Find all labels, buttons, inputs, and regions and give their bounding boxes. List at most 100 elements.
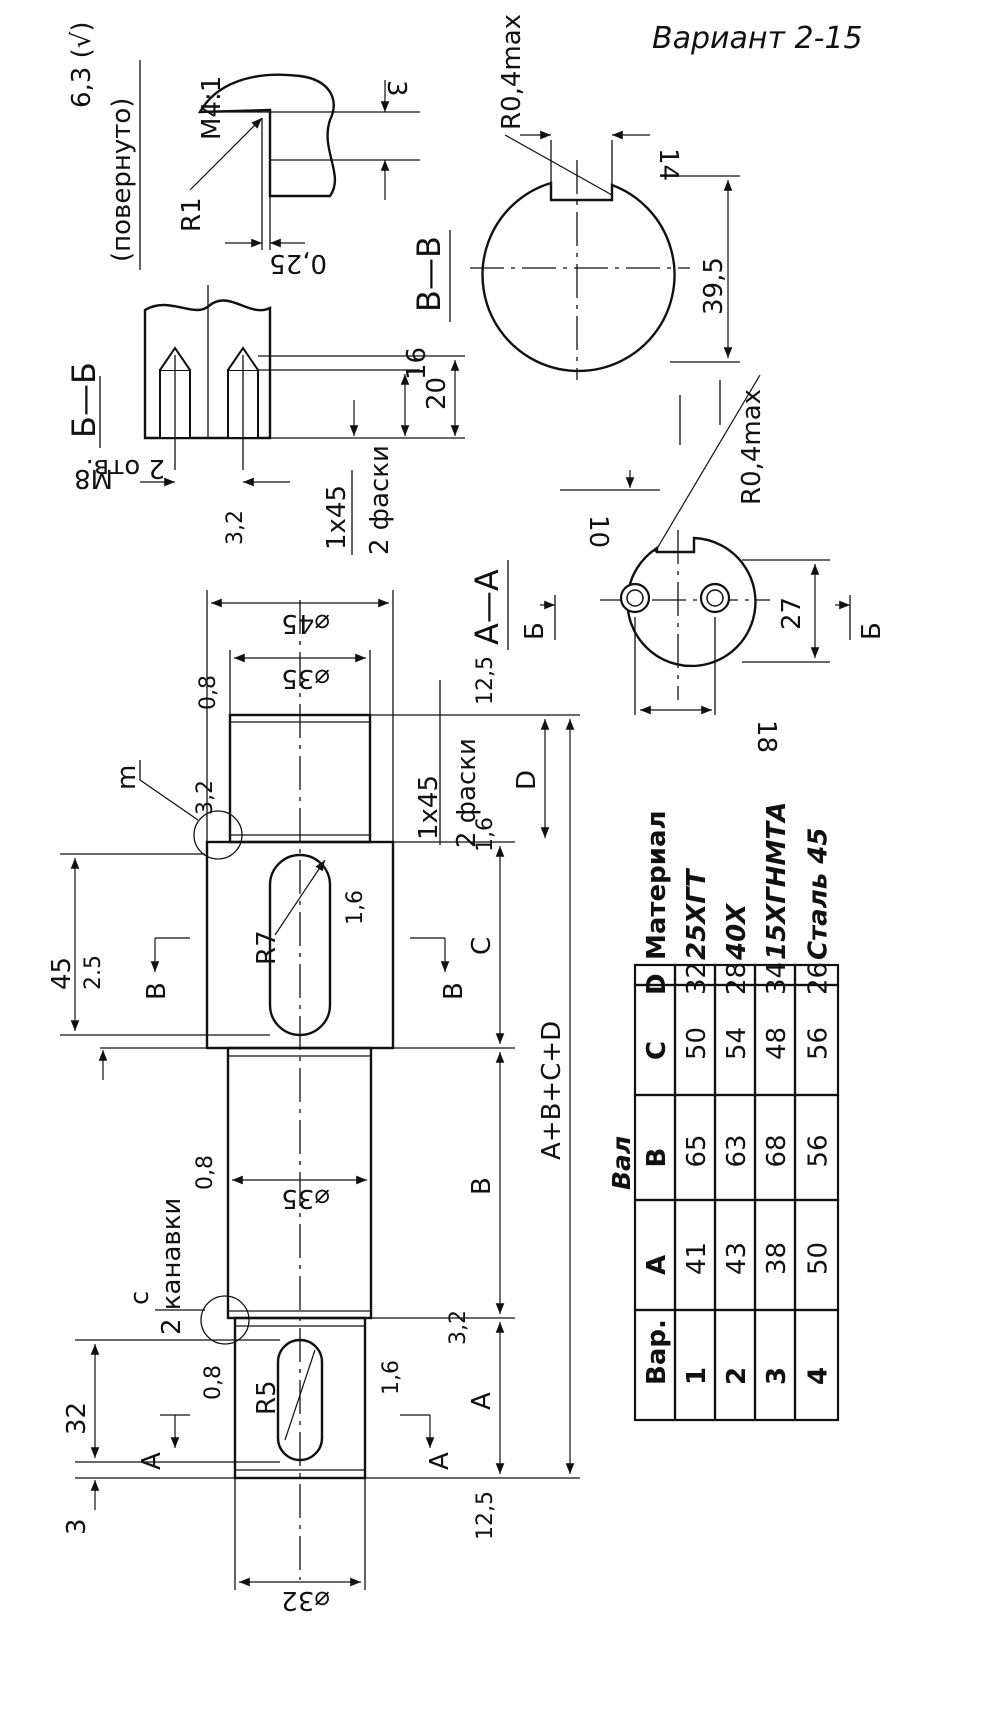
roughness-16-d: 1,6 — [473, 817, 498, 852]
table-value-cell: 56 — [804, 1134, 834, 1167]
slot2-radius: R7 — [252, 930, 282, 965]
section-mark-b-bottom: B — [439, 982, 469, 1000]
section-vv: В—В R0,4max 14 39,5 — [410, 14, 740, 380]
bb-chamfer: 1x45 — [322, 485, 352, 550]
section-bb-title: Б—Б — [65, 362, 103, 438]
table-value-cell: 25ХГТ — [682, 867, 712, 960]
section-bb: Б—Б M8 2 отв. 16 20 3,2 — [65, 285, 465, 555]
table-value-cell: 68 — [762, 1134, 792, 1167]
table-cell — [633, 983, 677, 1097]
table-header-cell: Материал — [642, 810, 672, 960]
table-cell — [793, 963, 840, 987]
detail-view: M4:1 R1 3 0,25 — [177, 73, 420, 278]
slot1-offset: 3 — [62, 1518, 92, 1535]
table-value-cell: 15ХГНМТА — [762, 802, 792, 960]
depth-16: 16 — [402, 347, 432, 380]
vv-width: 39,5 — [699, 257, 729, 315]
shaft-chamfer-count: 2 фаски — [452, 738, 482, 848]
table-cell — [673, 1308, 717, 1422]
keyway-c — [268, 853, 332, 1037]
total-length: A+B+C+D — [537, 1021, 567, 1160]
roughness-32-a: 3,2 — [446, 1310, 471, 1345]
slot1-radius: R5 — [252, 1380, 282, 1415]
slot2-length: 45 — [47, 957, 77, 990]
table-value-cell: Сталь 45 — [804, 828, 834, 960]
table-value-cell: 65 — [682, 1134, 712, 1167]
detail-offset: 3 — [381, 80, 411, 97]
segment-b: B — [467, 1177, 497, 1195]
aa-radius: R0,4max — [737, 389, 767, 505]
variant-table: Вар.ABCDМатериал14165503225ХГТ2436354284… — [633, 802, 840, 1422]
cut-label-b-left: Б — [520, 622, 550, 640]
table-value-cell: 26 — [804, 962, 834, 995]
section-mark-a-bottom: A — [425, 1452, 455, 1470]
roughness-08-right: 0,8 — [196, 675, 221, 710]
table-value-cell: 56 — [804, 1027, 834, 1060]
surface-roughness-note: 6,3 (√) — [67, 22, 97, 108]
table-header-cell: D — [642, 973, 672, 995]
segment-a: A — [467, 1392, 497, 1410]
rotated-note: (повернуто) — [107, 98, 137, 262]
table-value-cell: 1 — [682, 1367, 712, 1385]
roughness-125-top: 12,5 — [473, 656, 498, 705]
groove-count: 2 канавки — [157, 1198, 187, 1335]
table-value-cell: 48 — [762, 1027, 792, 1060]
detail-m-label: m — [112, 765, 142, 790]
bb-roughness: 3,2 — [223, 510, 248, 545]
section-aa-title: А—А — [468, 569, 506, 645]
slot1-length: 32 — [62, 1402, 92, 1435]
keyway-a — [276, 1338, 324, 1462]
aa-offset: 18 — [751, 720, 781, 753]
vv-radius: R0,4max — [497, 14, 527, 130]
table-value-cell: 54 — [722, 1027, 752, 1060]
table-header-cell: Вар. — [642, 1319, 672, 1385]
holes-count: 2 отв. — [86, 453, 165, 483]
segment-d: D — [512, 770, 542, 790]
section-mark-b-top: B — [142, 982, 172, 1000]
section-vv-title: В—В — [410, 236, 448, 312]
roughness-08-a: 0,8 — [201, 1365, 226, 1400]
detail-depth: 0,25 — [269, 248, 327, 278]
cut-label-b-right: Б — [857, 622, 887, 640]
detail-c-circle — [200, 1295, 250, 1345]
detail-m-circle — [193, 810, 243, 860]
shaft-step-a — [233, 1316, 367, 1480]
table-header-cell: B — [642, 1148, 672, 1168]
groove-label: c — [125, 1291, 155, 1305]
table-cell — [793, 1308, 840, 1422]
table-cell — [753, 1308, 797, 1422]
table-value-cell: 28 — [722, 962, 752, 995]
table-value-cell: 63 — [722, 1134, 752, 1167]
table-value-cell: 2 — [722, 1367, 752, 1385]
table-value-cell: 41 — [682, 1242, 712, 1275]
table-header-cell: C — [642, 1041, 672, 1060]
section-aa: R0,4max 10 27 18 А—А Б Б — [468, 374, 887, 753]
shaft-chamfer: 1x45 — [414, 775, 444, 840]
table-value-cell: 34 — [762, 962, 792, 995]
slot2-offset: 2.5 — [81, 955, 106, 990]
bb-chamfer-count: 2 фаски — [365, 445, 395, 555]
table-header-cell: A — [642, 1255, 672, 1275]
diameter-35-right: ⌀35 — [281, 663, 330, 693]
depth-20: 20 — [422, 377, 452, 410]
detail-scale: M4:1 — [197, 76, 227, 140]
table-value-cell: 3 — [762, 1367, 792, 1385]
table-value-cell: 32 — [682, 962, 712, 995]
table-cell — [713, 1308, 757, 1422]
part-title: Вал — [607, 1136, 636, 1190]
diameter-45: ⌀45 — [281, 608, 330, 638]
segment-c: C — [467, 937, 497, 955]
vv-key-depth: 14 — [653, 148, 683, 181]
detail-radius: R1 — [177, 197, 207, 232]
table-value-cell: 38 — [762, 1242, 792, 1275]
aa-key-depth: 10 — [583, 515, 613, 548]
table-value-cell: 50 — [804, 1242, 834, 1275]
section-mark-a-top: A — [137, 1452, 167, 1470]
thread-label: M8 — [74, 463, 113, 493]
roughness-16-c: 1,6 — [343, 890, 368, 925]
table-value-cell: 50 — [682, 1027, 712, 1060]
variant-label: Вариант 2-15 — [652, 21, 863, 56]
roughness-125-bottom: 12,5 — [473, 1491, 498, 1540]
shaft-view: 45 2.5 32 3 ⌀45 ⌀35 ⌀35 — [47, 590, 636, 1615]
